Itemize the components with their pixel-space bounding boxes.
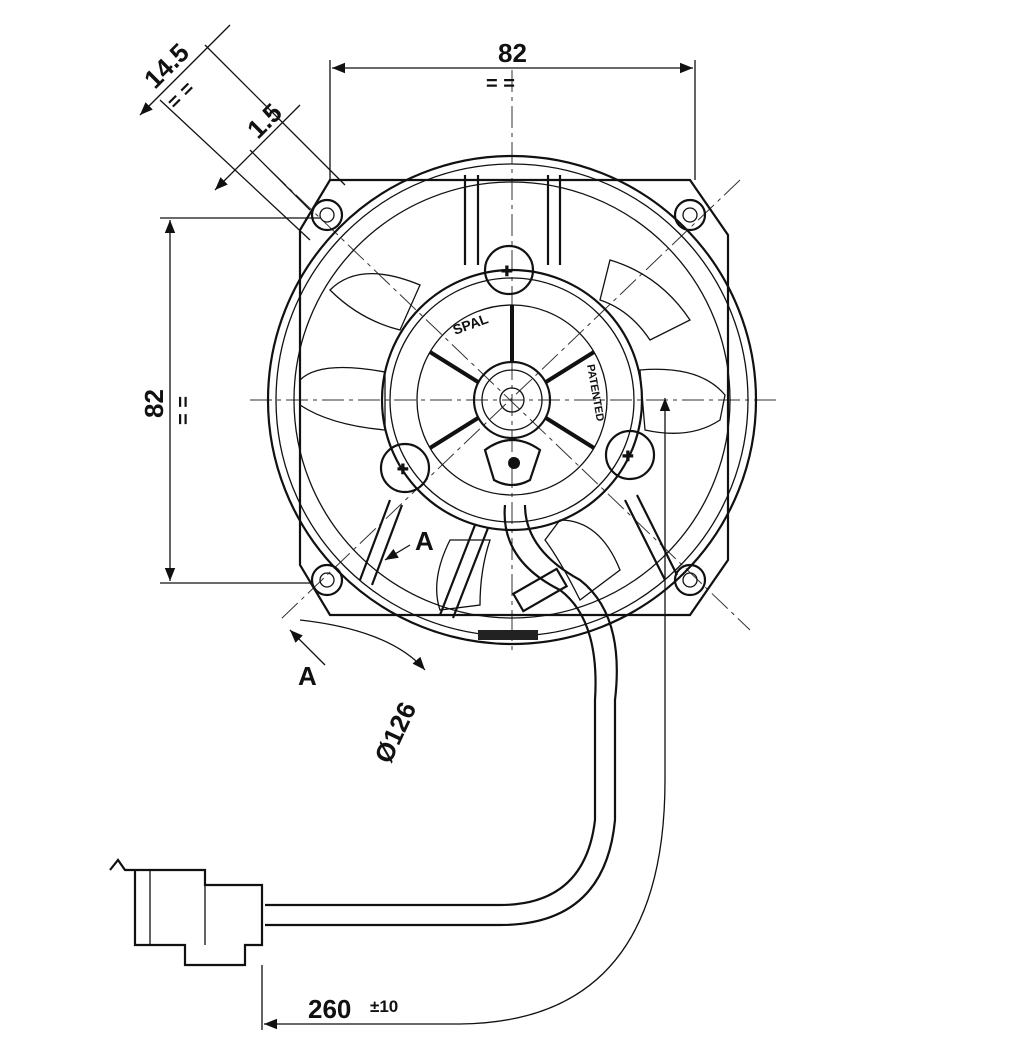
section-label-a2: A (298, 661, 317, 691)
svg-text:✚: ✚ (397, 461, 409, 477)
dimension-cable-length: 260 ±10 (261, 398, 671, 1030)
svg-text:✚: ✚ (622, 448, 634, 464)
dim-diameter-value: Ø126 (368, 697, 422, 767)
dim-width-value: 82 (498, 38, 527, 68)
section-markers: A A (289, 526, 434, 691)
equal-mark-top: = = (486, 73, 515, 95)
dim-cable-tolerance: ±10 (370, 997, 398, 1016)
svg-text:✚: ✚ (501, 263, 513, 279)
dimension-width: 82 = = (329, 38, 696, 180)
dim-height-value: 82 (139, 389, 169, 418)
dim-thickness-value: 1.5 (241, 97, 288, 144)
dim-cable-length-value: 260 (308, 994, 351, 1024)
dimension-diameter: Ø126 (299, 619, 426, 768)
label-plate (478, 630, 538, 640)
struts (358, 175, 678, 619)
equal-mark-left: = = (173, 396, 195, 425)
section-label-a1: A (415, 526, 434, 556)
